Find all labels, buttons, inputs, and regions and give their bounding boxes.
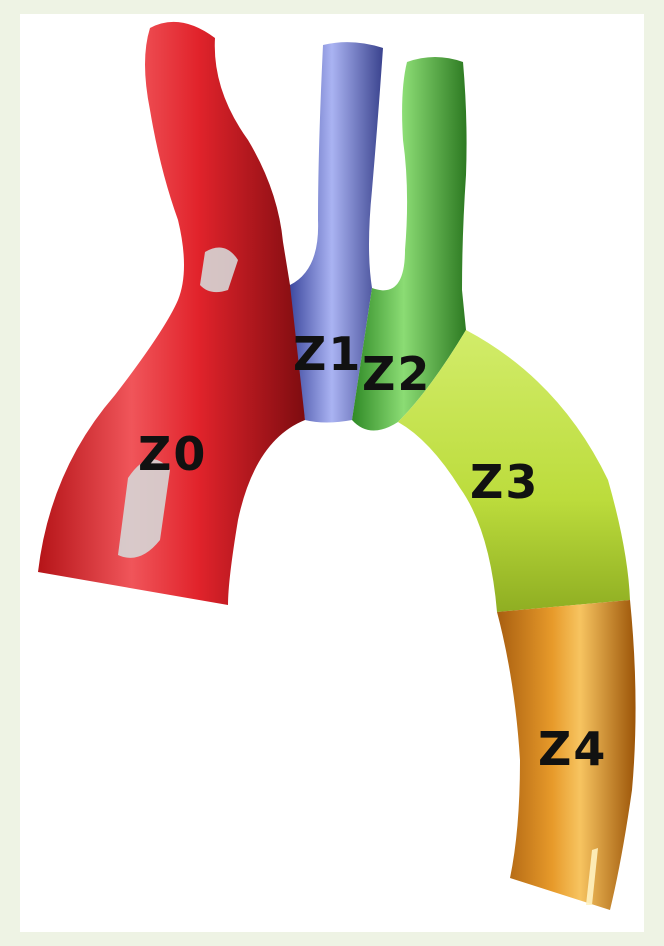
zone-z4-label: Z4: [538, 722, 607, 776]
zone-z1-label: Z1: [293, 327, 362, 381]
zone-z0-shape: [38, 22, 305, 605]
zone-z0-region: [38, 22, 305, 605]
zone-z0-label: Z0: [138, 427, 207, 481]
zone-z3-label: Z3: [470, 455, 539, 509]
zone-z2-label: Z2: [362, 347, 431, 401]
